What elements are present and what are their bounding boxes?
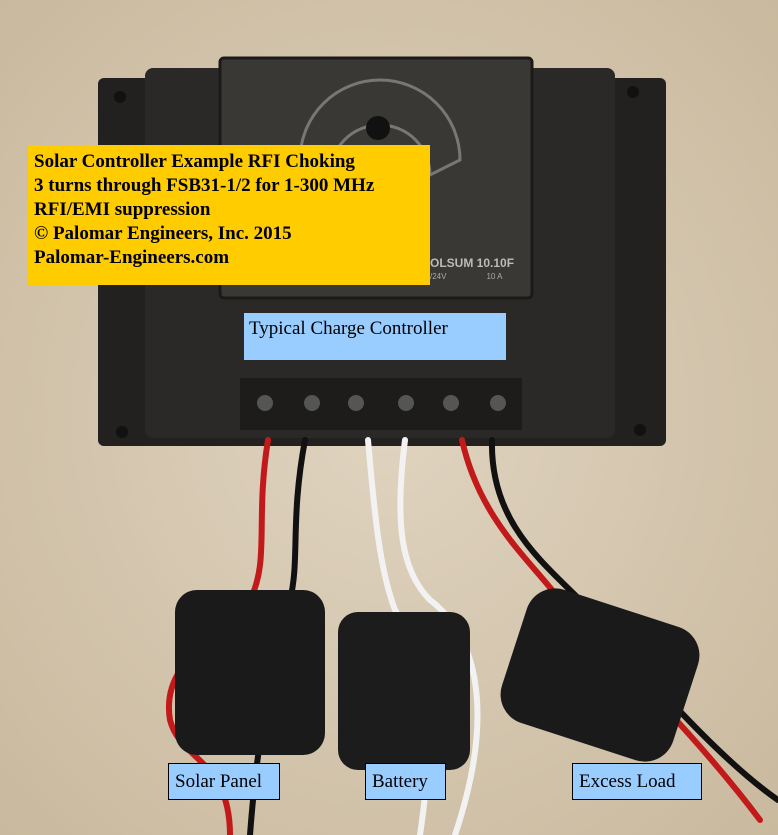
annotation-line: © Palomar Engineers, Inc. 2015	[34, 223, 292, 244]
annotation-line: Solar Controller Example RFI Choking	[34, 151, 355, 172]
annotation-line: Palomar-Engineers.com	[34, 247, 230, 268]
rating-right: 10 A	[486, 272, 503, 281]
battery-label: Battery	[365, 763, 446, 800]
charge-controller-label: Typical Charge Controller	[244, 313, 506, 360]
device-rating-text: /24V 10 A	[430, 272, 503, 281]
annotation-line: 3 turns through FSB31-1/2 for 1-300 MHz	[34, 175, 375, 196]
solar-panel-label: Solar Panel	[168, 763, 280, 800]
annotation-line: RFI/EMI suppression	[34, 199, 211, 220]
ferrite-chokes	[175, 588, 700, 770]
excess-load-label: Excess Load	[572, 763, 702, 800]
annotation-box: Solar Controller Example RFI Choking 3 t…	[28, 145, 430, 285]
rating-left: /24V	[430, 272, 447, 281]
device-model-text: OLSUM 10.10F	[430, 256, 515, 270]
